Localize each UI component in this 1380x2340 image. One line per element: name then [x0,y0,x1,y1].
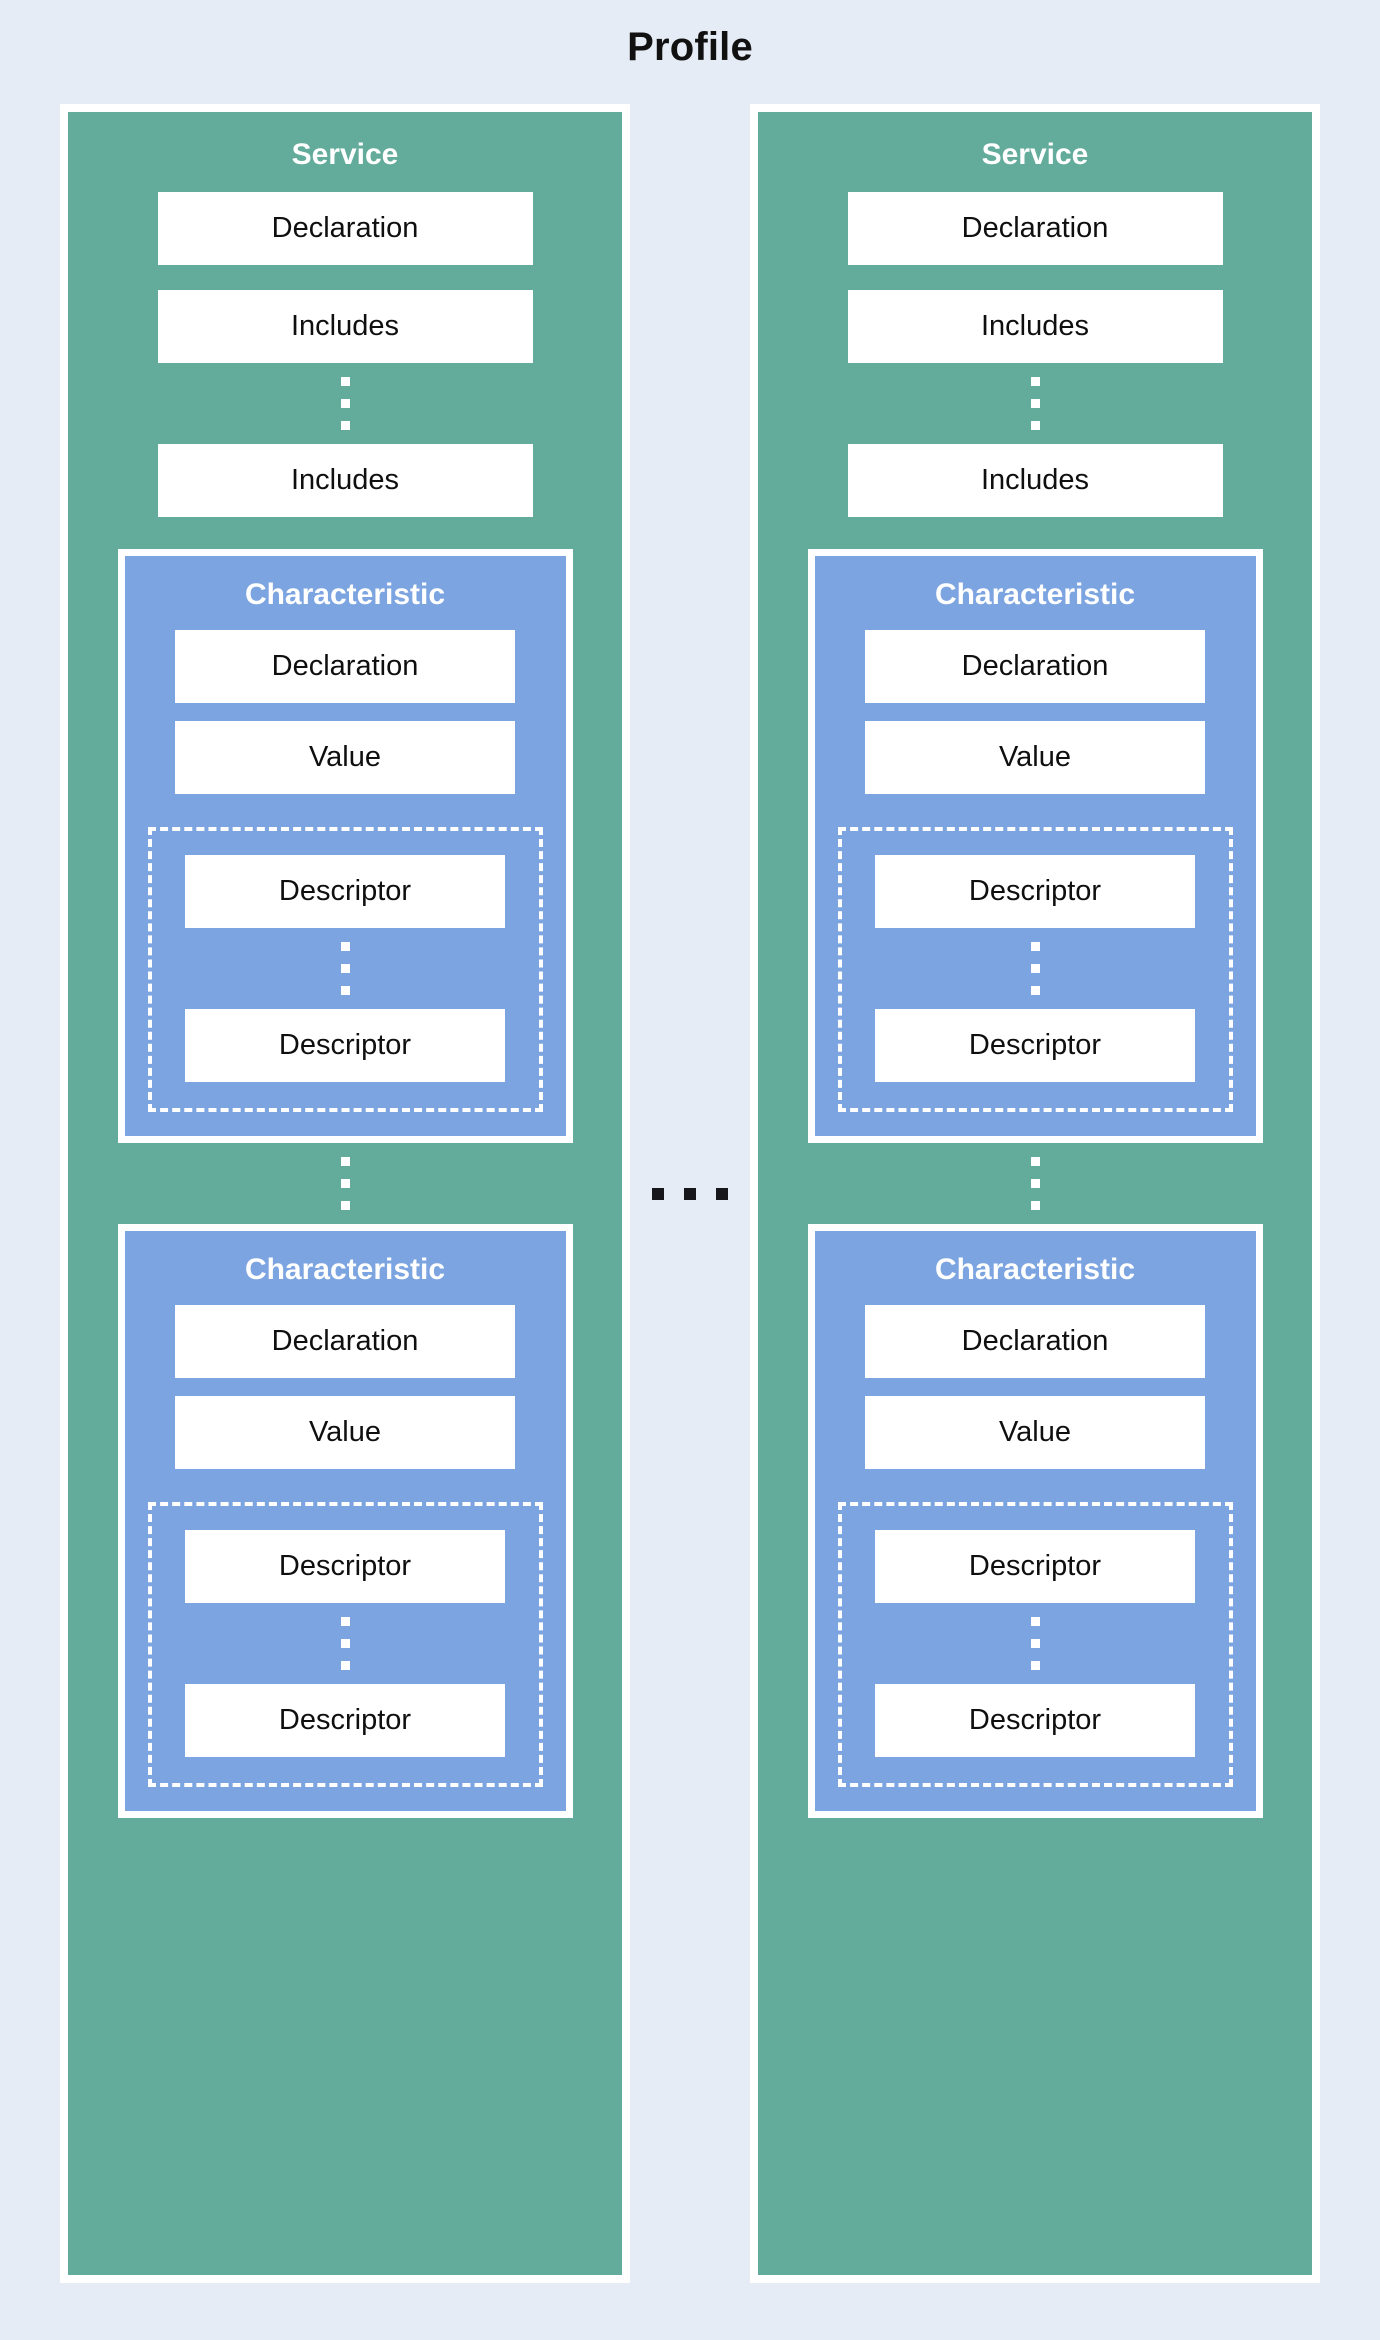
characteristic-title: Characteristic [934,1253,1136,1286]
characteristic-title: Characteristic [934,578,1136,611]
service-declaration-box[interactable]: Declaration [847,192,1223,265]
descriptor-ellipsis-icon [1030,1603,1040,1684]
descriptor-group: Descriptor Descriptor [147,827,543,1112]
service-includes-ellipsis-icon [1030,363,1040,444]
characteristic-value-box[interactable]: Value [865,1396,1205,1469]
service-fields-right: Declaration Includes Includes [758,192,1312,517]
descriptor-last-box[interactable]: Descriptor [185,1684,505,1757]
descriptor-last-box[interactable]: Descriptor [875,1684,1195,1757]
descriptor-ellipsis-icon [1030,928,1040,1009]
service-title: Service [981,138,1089,171]
service-title: Service [291,138,399,171]
characteristic-declaration-box[interactable]: Declaration [865,1305,1205,1378]
descriptor-ellipsis-icon [340,928,350,1009]
characteristics-ellipsis-icon [340,1143,350,1224]
characteristic-declaration-box[interactable]: Declaration [175,1305,515,1378]
descriptor-first-box[interactable]: Descriptor [185,855,505,928]
characteristic-value-box[interactable]: Value [865,721,1205,794]
characteristics-ellipsis-icon [1030,1143,1040,1224]
descriptor-first-box[interactable]: Descriptor [875,855,1195,928]
descriptor-group: Descriptor Descriptor [837,827,1233,1112]
characteristic-block[interactable]: Characteristic Declaration Value Descrip… [117,549,573,1143]
service-includes-first-box[interactable]: Includes [847,290,1223,363]
descriptor-group: Descriptor Descriptor [147,1502,543,1787]
descriptor-first-box[interactable]: Descriptor [875,1530,1195,1603]
descriptor-last-box[interactable]: Descriptor [185,1009,505,1082]
service-includes-last-box[interactable]: Includes [847,444,1223,517]
characteristic-block[interactable]: Characteristic Declaration Value Descrip… [807,1224,1263,1818]
service-includes-first-box[interactable]: Includes [157,290,533,363]
descriptor-last-box[interactable]: Descriptor [875,1009,1195,1082]
service-block-left[interactable]: Service Declaration Includes Includes Ch… [60,104,630,2283]
characteristic-value-box[interactable]: Value [175,721,515,794]
service-declaration-box[interactable]: Declaration [157,192,533,265]
characteristic-declaration-box[interactable]: Declaration [865,630,1205,703]
characteristic-title: Characteristic [244,578,446,611]
between-services-ellipsis-wrap [640,104,740,2283]
service-columns: Service Declaration Includes Includes Ch… [0,67,1380,2323]
characteristic-block[interactable]: Characteristic Declaration Value Descrip… [117,1224,573,1818]
descriptor-group: Descriptor Descriptor [837,1502,1233,1787]
characteristic-declaration-box[interactable]: Declaration [175,630,515,703]
service-includes-last-box[interactable]: Includes [157,444,533,517]
service-includes-ellipsis-icon [340,363,350,444]
characteristic-title: Characteristic [244,1253,446,1286]
service-block-right[interactable]: Service Declaration Includes Includes Ch… [750,104,1320,2283]
characteristic-block[interactable]: Characteristic Declaration Value Descrip… [807,549,1263,1143]
descriptor-ellipsis-icon [340,1603,350,1684]
characteristic-value-box[interactable]: Value [175,1396,515,1469]
descriptor-first-box[interactable]: Descriptor [185,1530,505,1603]
page-title: Profile [627,25,753,69]
between-services-ellipsis-icon [652,1187,728,1200]
service-fields-left: Declaration Includes Includes [68,192,622,517]
